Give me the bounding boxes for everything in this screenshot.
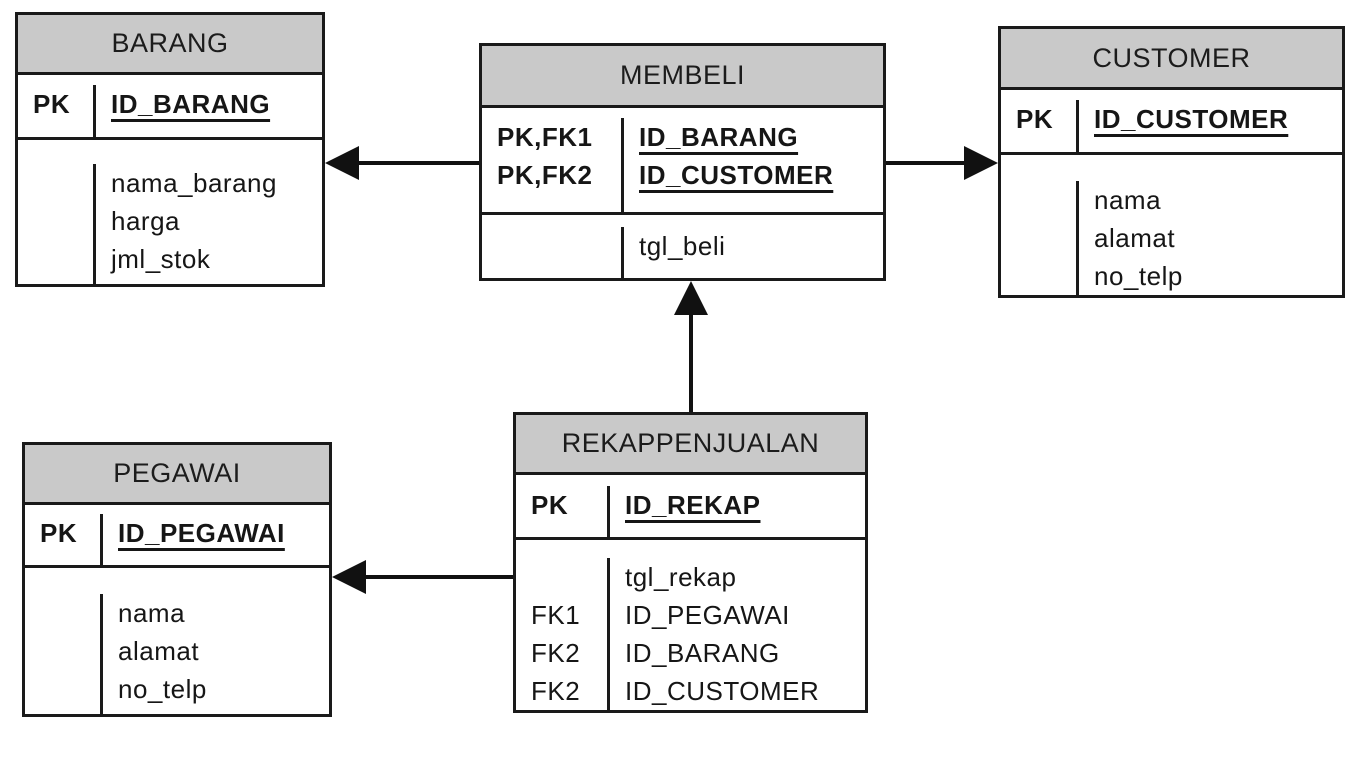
- attribute: no_telp: [1094, 261, 1183, 291]
- entity-membeli-attr-section: tgl_beli: [482, 215, 883, 278]
- attr-key-label: [25, 594, 100, 632]
- entity-rekappenjualan-title: REKAPPENJUALAN: [516, 415, 865, 475]
- arrow-rekap-to-pegawai: [332, 560, 513, 594]
- entity-pegawai-attr-section: nama alamat no_telp: [25, 568, 329, 714]
- key-attribute: ID_CUSTOMER: [1094, 104, 1289, 134]
- attribute: no_telp: [118, 674, 207, 704]
- attribute: ID_BARANG: [625, 638, 780, 668]
- entity-rekappenjualan-key-section: PK ID_REKAP: [516, 475, 865, 540]
- key-attribute: ID_PEGAWAI: [118, 518, 285, 548]
- attr-key-label: [25, 670, 100, 708]
- arrowhead-right-icon: [964, 146, 998, 180]
- attr-key-label: FK2: [531, 676, 581, 706]
- arrowhead-left-icon: [332, 560, 366, 594]
- key-label: PK: [33, 89, 71, 119]
- attr-key-label: [1001, 219, 1076, 257]
- entity-rekappenjualan-attr-section: FK1 FK2 FK2 tgl_rekap ID_PEGAWAI ID_BARA…: [516, 540, 865, 710]
- key-label: PK,FK1: [497, 122, 593, 152]
- attribute: alamat: [118, 636, 200, 666]
- attr-key-label: [1001, 181, 1076, 219]
- entity-customer-attr-section: nama alamat no_telp: [1001, 155, 1342, 295]
- attribute: ID_CUSTOMER: [625, 676, 820, 706]
- entity-membeli: MEMBELI PK,FK1 PK,FK2 ID_BARANG ID_CUSTO…: [479, 43, 886, 281]
- key-attribute: ID_REKAP: [625, 490, 761, 520]
- key-label: PK,FK2: [497, 160, 593, 190]
- arrowhead-up-icon: [674, 281, 708, 315]
- entity-barang-title: BARANG: [18, 15, 322, 75]
- entity-pegawai: PEGAWAI PK ID_PEGAWAI nama alamat no_tel…: [22, 442, 332, 717]
- attr-key-label: [18, 240, 93, 278]
- attr-key-label: [1001, 257, 1076, 295]
- attr-key-label: [482, 227, 621, 265]
- key-label: PK: [1016, 104, 1054, 134]
- entity-pegawai-title: PEGAWAI: [25, 445, 329, 505]
- attr-key-label: [18, 202, 93, 240]
- attr-key-label: FK1: [531, 600, 581, 630]
- key-label: PK: [531, 490, 569, 520]
- entity-customer-key-section: PK ID_CUSTOMER: [1001, 90, 1342, 155]
- entity-barang-attr-section: nama_barang harga jml_stok: [18, 140, 322, 284]
- attribute: harga: [111, 206, 180, 236]
- entity-barang-key-section: PK ID_BARANG: [18, 75, 322, 140]
- attribute: nama: [118, 598, 186, 628]
- attribute: nama_barang: [111, 168, 277, 198]
- attribute: nama: [1094, 185, 1162, 215]
- entity-membeli-title: MEMBELI: [482, 46, 883, 108]
- arrowhead-left-icon: [325, 146, 359, 180]
- attr-key-label: [516, 558, 607, 596]
- arrow-membeli-to-barang: [325, 146, 479, 180]
- key-attribute: ID_BARANG: [639, 122, 799, 152]
- attribute: jml_stok: [111, 244, 211, 274]
- entity-customer-title: CUSTOMER: [1001, 29, 1342, 90]
- entity-pegawai-key-section: PK ID_PEGAWAI: [25, 505, 329, 568]
- key-attribute: ID_BARANG: [111, 89, 271, 119]
- entity-customer: CUSTOMER PK ID_CUSTOMER nama alamat no_t…: [998, 26, 1345, 298]
- attr-key-label: FK2: [531, 638, 581, 668]
- attribute: tgl_beli: [639, 231, 726, 261]
- attribute: ID_PEGAWAI: [625, 600, 790, 630]
- attribute: tgl_rekap: [625, 562, 737, 592]
- attribute: alamat: [1094, 223, 1176, 253]
- attr-key-label: [25, 632, 100, 670]
- entity-membeli-key-section: PK,FK1 PK,FK2 ID_BARANG ID_CUSTOMER: [482, 108, 883, 215]
- entity-rekappenjualan: REKAPPENJUALAN PK ID_REKAP FK1 FK2 FK2 t…: [513, 412, 868, 713]
- key-attribute: ID_CUSTOMER: [639, 160, 834, 190]
- arrow-membeli-to-customer: [886, 146, 998, 180]
- entity-barang: BARANG PK ID_BARANG nama_barang harga jm…: [15, 12, 325, 287]
- key-label: PK: [40, 518, 78, 548]
- attr-key-label: [18, 164, 93, 202]
- arrow-rekap-to-membeli: [674, 281, 708, 412]
